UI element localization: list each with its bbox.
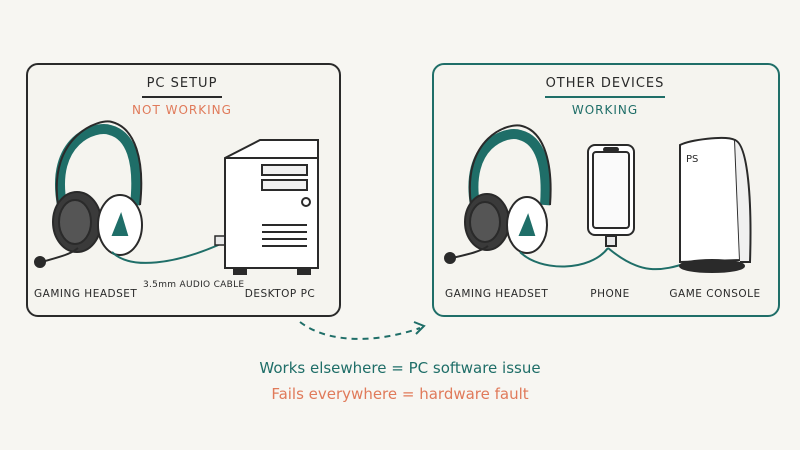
headset-right-icon [444, 124, 552, 264]
summary-fails-everywhere: Fails everywhere = hardware fault [271, 385, 529, 403]
pc-setup-title-underline [142, 96, 222, 98]
label-headset-right: GAMING HEADSET [445, 288, 549, 300]
game-console-icon: PS [679, 136, 752, 273]
pc-setup-title: PC SETUP [146, 76, 218, 91]
summary-works-elsewhere: Works elsewhere = PC software issue [259, 359, 541, 377]
label-desktop-pc: DESKTOP PC [244, 288, 316, 300]
svg-text:PS: PS [686, 154, 698, 165]
audio-cable-left [111, 241, 226, 264]
flow-arrow [299, 321, 421, 340]
headset-left-icon [34, 120, 143, 268]
audio-cable-right [519, 247, 609, 268]
other-devices-title: OTHER DEVICES [545, 76, 665, 91]
label-game-console: GAME CONSOLE [669, 288, 761, 300]
phone-icon [587, 144, 635, 247]
label-audio-cable: 3.5mm AUDIO CABLE [143, 280, 245, 290]
pc-setup-status: NOT WORKING [132, 103, 232, 117]
label-headset-left: GAMING HEADSET [34, 288, 138, 300]
other-devices-status: WORKING [571, 103, 639, 117]
console-cable [607, 247, 691, 271]
label-phone: PHONE [590, 288, 630, 300]
desktop-pc-icon [224, 139, 319, 275]
other-devices-title-underline [545, 96, 665, 98]
